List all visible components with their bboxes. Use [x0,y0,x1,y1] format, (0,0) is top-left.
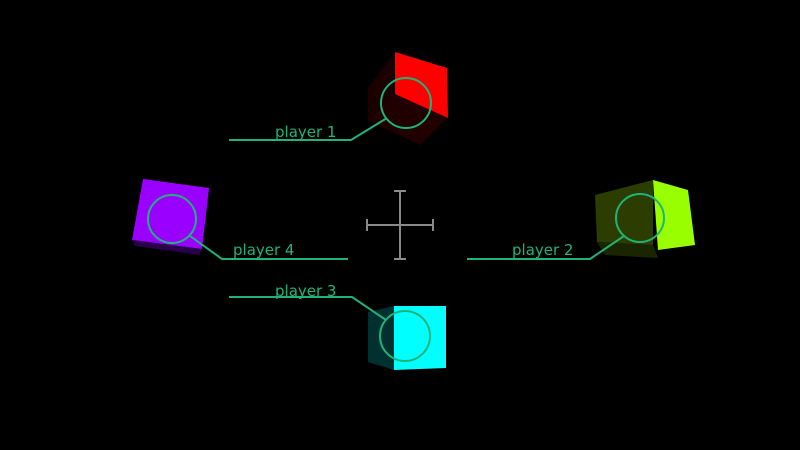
crosshair-icon [366,190,434,260]
player-1-cube[interactable] [368,52,448,145]
player-2-cube[interactable] [595,180,695,258]
player-3-label: player 3 [275,282,336,300]
player-2-marker [467,193,665,260]
player-4-marker [147,194,348,260]
player-3-marker [229,296,431,362]
player-1-label: player 1 [275,123,336,141]
player-2-label: player 2 [512,241,573,259]
player-1-marker [229,77,432,141]
player-4-label: player 4 [233,241,294,259]
